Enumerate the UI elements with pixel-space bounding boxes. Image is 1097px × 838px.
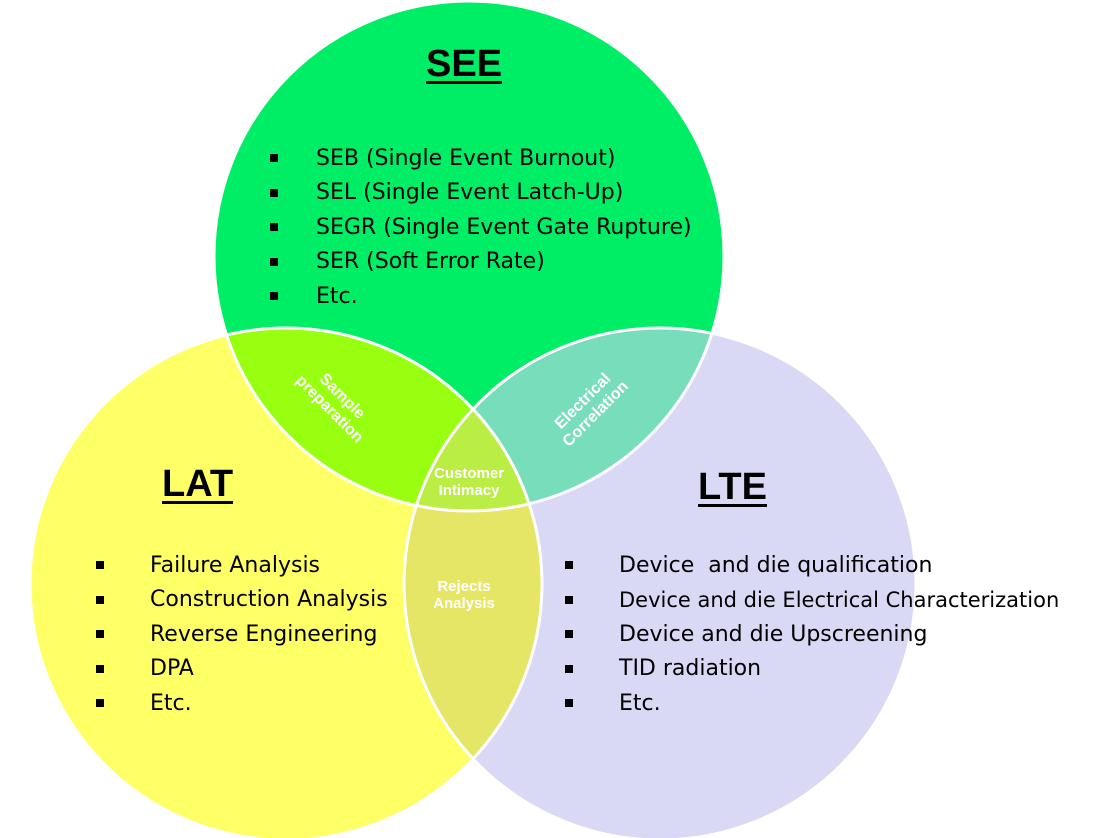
lat-list: Failure Analysis Construction Analysis R… — [92, 548, 388, 721]
list-item: Etc. — [92, 686, 388, 721]
lte-outline — [402, 326, 918, 838]
list-item: SEL (Single Event Latch-Up) — [262, 176, 692, 211]
bullet-square-icon — [565, 664, 573, 673]
bullet-square-icon — [565, 561, 573, 570]
list-item: SEB (Single Event Burnout) — [262, 141, 692, 176]
bullet-square-icon — [96, 561, 104, 570]
bullet-square-icon — [270, 223, 278, 232]
list-item: Device and die Electrical Characterizati… — [560, 583, 1059, 618]
bullet-square-icon — [270, 292, 278, 301]
overlap-see-lte — [404, 328, 724, 511]
bullet-square-icon — [565, 595, 573, 604]
bullet-square-icon — [96, 630, 104, 639]
list-item: TID radiation — [560, 652, 1059, 687]
list-item: Device and die qualification — [560, 548, 1059, 583]
list-item: Construction Analysis — [92, 583, 388, 618]
overlap-label-customer-intimacy: Customer Intimacy — [433, 465, 504, 500]
bullet-square-icon — [270, 154, 278, 163]
lte-title: LTE — [698, 466, 767, 508]
list-item: Failure Analysis — [92, 548, 388, 583]
bullet-square-icon — [270, 257, 278, 266]
list-item: Device and die Upscreening — [560, 617, 1059, 652]
overlap-see-lat — [214, 328, 542, 511]
lte-list: Device and die qualification Device and … — [560, 548, 1059, 721]
list-item: Reverse Engineering — [92, 617, 388, 652]
list-item: SER (Soft Error Rate) — [262, 245, 692, 280]
list-item: SEGR (Single Event Gate Rupture) — [262, 210, 692, 245]
list-item: DPA — [92, 652, 388, 687]
see-outline — [212, 0, 726, 513]
see-list: SEB (Single Event Burnout) SEL (Single E… — [262, 141, 692, 314]
lat-title: LAT — [162, 463, 234, 505]
bullet-square-icon — [96, 664, 104, 673]
bullet-square-icon — [96, 595, 104, 604]
bullet-square-icon — [565, 630, 573, 639]
bullet-square-icon — [270, 188, 278, 197]
list-item: Etc. — [560, 686, 1059, 721]
bullet-square-icon — [565, 699, 573, 708]
see-title: SEE — [426, 43, 503, 85]
overlap-label-rejects-analysis: Rejects Analysis — [433, 578, 495, 613]
lat-outline — [28, 326, 544, 838]
list-item: Etc. — [262, 279, 692, 314]
bullet-square-icon — [96, 699, 104, 708]
